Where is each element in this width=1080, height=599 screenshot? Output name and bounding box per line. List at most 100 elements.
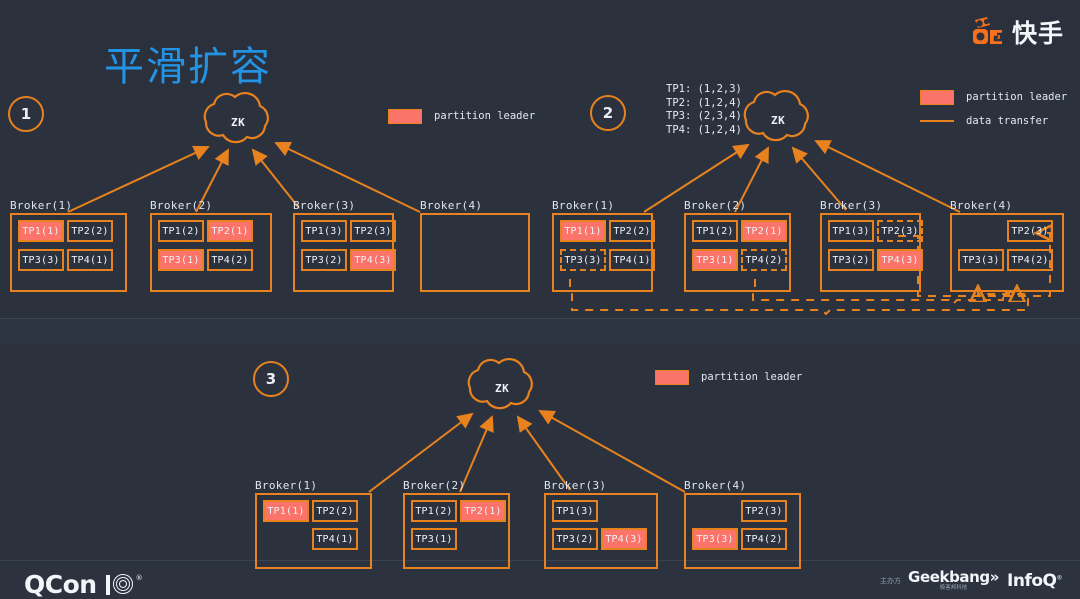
partition-cell: TP1(2) [692,220,738,242]
host-label: 主办方 [880,577,902,585]
leader-swatch-icon [920,89,954,105]
broker-box [684,493,801,569]
footer-sponsors: 主办方 Geekbang» 极客邦科技 InfoQ® [880,570,1062,592]
infoq-logo: InfoQ® [1007,571,1062,591]
legend-panel-2: partition leader data transfer [920,88,1067,136]
transfer-line-icon [920,120,954,122]
partition-cell: TP1(3) [301,220,347,242]
broker-label: Broker(1) [10,199,73,212]
partition-cell: TP2(3) [350,220,396,242]
background-band-middle [0,318,1080,343]
partition-cell: TP3(3) [18,249,64,271]
broker-box [255,493,372,569]
broker-label: Broker(3) [820,199,883,212]
partition-cell: TP1(3) [552,500,598,522]
broker-box [950,213,1064,292]
partition-cell: TP3(3) [692,528,738,550]
qcon-logo: QCon ® [24,570,143,599]
qcon-wordmark: QCon [24,570,97,599]
legend-panel-3: partition leader [655,368,802,392]
broker-label: Broker(3) [544,479,607,492]
legend-label: partition leader [966,91,1068,103]
partition-cell: TP3(2) [301,249,347,271]
partition-cell: TP3(1) [411,528,457,550]
qcon-o-rings-icon [112,574,134,595]
partition-cell: TP1(1) [18,220,64,242]
broker-box [552,213,653,292]
zk-label-panel-2: ZK [771,114,786,127]
kuaishou-mark-icon [971,17,1005,47]
broker-box [684,213,791,292]
broker-label: Broker(2) [684,199,747,212]
partition-cell: TP2(1) [207,220,253,242]
partition-cell: TP2(2) [67,220,113,242]
kuaishou-wordmark: 快手 [1011,19,1064,48]
broker-label: Broker(4) [684,479,747,492]
partition-cell: TP2(1) [460,500,506,522]
background-band-upper [0,0,1080,88]
background-band-footer [0,561,1080,599]
partition-cell: TP3(3) [560,249,606,271]
broker-label: Broker(4) [950,199,1013,212]
legend-row-leader: partition leader [388,107,535,125]
page-title: 平滑扩容 [104,44,272,90]
qcon-i-bar [105,574,110,595]
partition-cell: TP2(3) [1007,220,1053,242]
infoq-trademark: ® [1056,574,1063,582]
background-hairline-upper [0,318,1080,319]
zk-label-panel-3: ZK [495,382,510,395]
kuaishou-logo: 快手 [971,14,1064,50]
legend-row-leader: partition leader [655,368,802,386]
partition-cell: TP2(2) [312,500,358,522]
partition-cell: TP1(2) [158,220,204,242]
background-hairline-lower [0,560,1080,561]
partition-cell: TP2(1) [741,220,787,242]
broker-label: Broker(4) [420,199,483,212]
partition-cell: TP3(1) [692,249,738,271]
partition-cell: TP4(2) [741,249,787,271]
leader-swatch-icon [655,369,689,385]
legend-panel-1: partition leader [388,107,535,131]
broker-label: Broker(1) [552,199,615,212]
step-badge-3: 3 [253,361,289,397]
partition-cell: TP1(1) [560,220,606,242]
partition-cell: TP3(1) [158,249,204,271]
geekbang-subtitle: 极客邦科技 [939,585,968,591]
partition-cell: TP4(2) [1007,249,1053,271]
partition-cell: TP3(2) [828,249,874,271]
broker-box [403,493,510,569]
legend-label: partition leader [434,110,536,122]
partition-cell: TP4(3) [877,249,923,271]
geekbang-wordmark: Geekbang» [908,568,1000,586]
qcon-trademark: ® [135,574,143,582]
partition-cell: TP4(3) [350,249,396,271]
partition-cell: TP4(1) [609,249,655,271]
partition-cell: TP3(3) [958,249,1004,271]
partition-cell: TP1(2) [411,500,457,522]
qcon-io-mark-icon: ® [105,574,143,595]
infoq-wordmark: InfoQ [1007,571,1057,591]
legend-row-transfer: data transfer [920,112,1067,130]
partition-cell: TP4(1) [67,249,113,271]
partition-cell: TP2(2) [609,220,655,242]
leader-swatch-icon [388,108,422,124]
zk-label-panel-1: ZK [231,116,246,129]
geekbang-logo: Geekbang» 极客邦科技 [908,570,999,592]
broker-box [10,213,127,292]
broker-box [150,213,272,292]
broker-label: Broker(3) [293,199,356,212]
partition-cell: TP1(3) [828,220,874,242]
partition-cell: TP4(2) [741,528,787,550]
partition-cell: TP3(2) [552,528,598,550]
partition-cell: TP2(3) [741,500,787,522]
step-badge-1: 1 [8,96,44,132]
broker-label: Broker(1) [255,479,318,492]
legend-label: partition leader [701,371,803,383]
partition-cell: TP4(3) [601,528,647,550]
broker-label: Broker(2) [150,199,213,212]
partition-cell: TP4(1) [312,528,358,550]
step-badge-2: 2 [590,95,626,131]
broker-label: Broker(2) [403,479,466,492]
broker-box [544,493,658,569]
